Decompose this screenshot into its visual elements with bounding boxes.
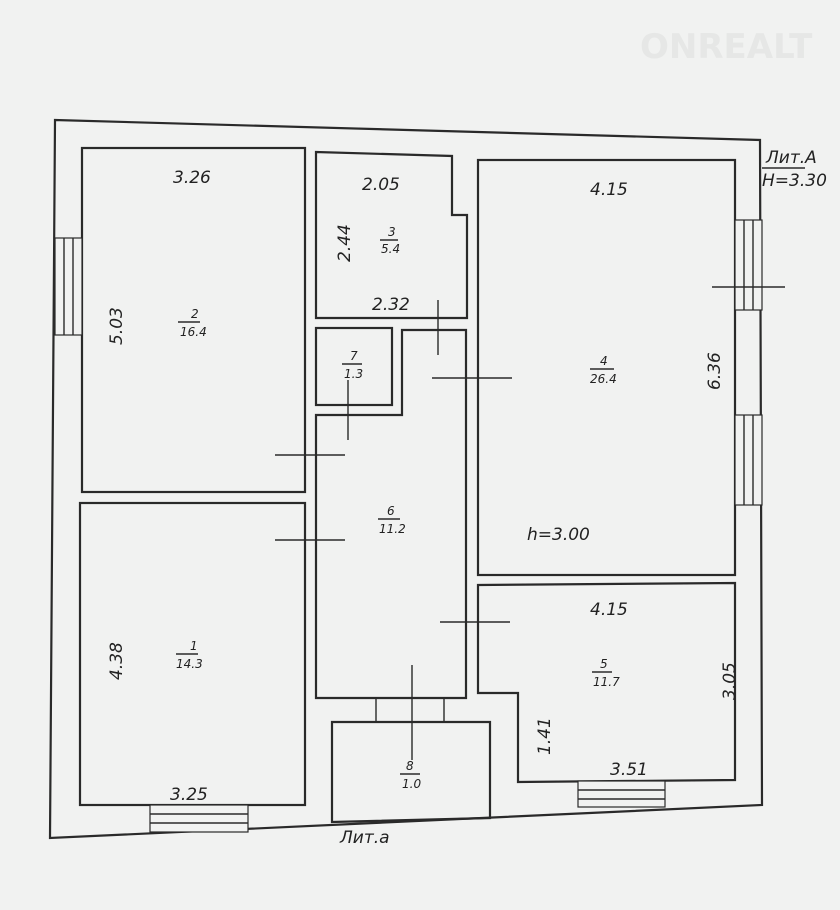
svg-text:3.05: 3.05 xyxy=(720,662,740,700)
svg-text:3.51: 3.51 xyxy=(610,760,648,780)
svg-text:3.25: 3.25 xyxy=(170,785,208,805)
room-3 xyxy=(314,150,469,320)
svg-text:3.26: 3.26 xyxy=(173,168,211,188)
svg-text:4.38: 4.38 xyxy=(107,642,127,680)
svg-text:5.03: 5.03 xyxy=(107,307,127,345)
windows xyxy=(54,219,763,833)
lit-a-small-label: Лит.а xyxy=(339,828,390,848)
svg-text:14.3: 14.3 xyxy=(176,657,203,671)
room-1-labels: 4.38 3.25 1 14.3 xyxy=(107,639,208,805)
svg-text:11.2: 11.2 xyxy=(379,522,406,536)
room-7-labels: 7 1.3 xyxy=(342,349,363,381)
svg-text:16.4: 16.4 xyxy=(180,325,207,339)
outer-wall xyxy=(48,118,764,840)
svg-text:2: 2 xyxy=(191,307,199,321)
svg-text:8: 8 xyxy=(406,759,414,773)
svg-text:6.36: 6.36 xyxy=(705,352,725,390)
svg-text:4.15: 4.15 xyxy=(590,600,628,620)
svg-text:7: 7 xyxy=(350,349,358,363)
svg-text:4.15: 4.15 xyxy=(590,180,628,200)
svg-text:1: 1 xyxy=(190,639,198,653)
room-6 xyxy=(314,328,468,700)
svg-text:4: 4 xyxy=(600,354,608,368)
svg-text:2.32: 2.32 xyxy=(372,295,410,315)
svg-text:1.3: 1.3 xyxy=(344,367,363,381)
svg-text:1.0: 1.0 xyxy=(402,777,421,791)
room-5-labels: 4.15 3.05 1.41 3.51 5 11.7 xyxy=(535,600,740,780)
room-3-labels: 2.05 2.44 2.32 3 5.4 xyxy=(335,175,410,315)
room4-height: h=3.00 xyxy=(527,525,590,545)
room-6-labels: 6 11.2 xyxy=(378,504,406,536)
svg-text:1.41: 1.41 xyxy=(535,717,555,755)
height-label: H=3.30 xyxy=(762,171,827,191)
svg-text:3: 3 xyxy=(388,225,396,239)
lit-a-label: Лит.А xyxy=(765,148,817,168)
room-4-labels: 4.15 6.36 4 26.4 xyxy=(590,180,725,390)
svg-text:5: 5 xyxy=(600,657,608,671)
svg-text:5.4: 5.4 xyxy=(381,242,400,256)
room-8-labels: 8 1.0 xyxy=(400,759,421,791)
room-2-labels: 3.26 5.03 2 16.4 xyxy=(107,168,211,345)
svg-text:11.7: 11.7 xyxy=(593,675,620,689)
svg-text:26.4: 26.4 xyxy=(590,372,617,386)
watermark-logo: ONREALT xyxy=(640,27,813,67)
room-8 xyxy=(330,720,492,824)
room-7 xyxy=(314,326,394,407)
room-4 xyxy=(476,158,737,577)
door-marks xyxy=(275,286,785,760)
svg-text:6: 6 xyxy=(387,504,395,518)
svg-text:2.05: 2.05 xyxy=(362,175,400,195)
svg-text:2.44: 2.44 xyxy=(335,224,355,262)
room-5 xyxy=(476,581,737,784)
